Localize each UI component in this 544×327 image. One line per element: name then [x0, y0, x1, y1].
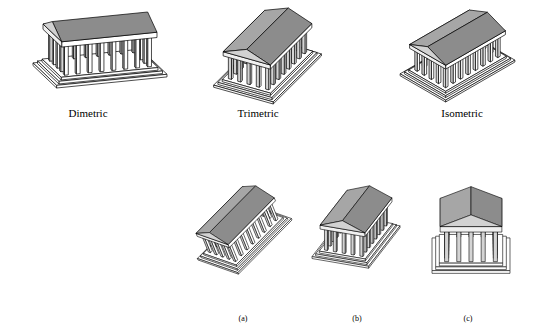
projection-label: Trimetric [237, 107, 278, 119]
temple-face [88, 43, 92, 73]
temple-face [196, 187, 274, 245]
projection-label: Isometric [441, 107, 483, 119]
figure-letter: (a) [239, 314, 248, 323]
temple-face [247, 60, 250, 84]
temple-face [410, 45, 446, 66]
temple-face [440, 215, 502, 227]
temple-face [493, 231, 497, 262]
temple-face [146, 36, 147, 67]
temple-drawing [196, 186, 292, 274]
temple-face [75, 43, 76, 74]
temple-face [43, 22, 62, 42]
temple-face [457, 231, 461, 262]
temple-face [436, 267, 507, 270]
temple-face [256, 63, 259, 87]
temple-face [432, 271, 510, 274]
projection-label: Dimetric [68, 107, 107, 119]
temple-face [135, 37, 136, 68]
temple-drawing [33, 12, 167, 88]
temple-face [124, 39, 128, 69]
temple-face [342, 231, 345, 253]
temple-drawing [432, 187, 510, 274]
temple-drawing [214, 8, 322, 104]
temple-face [52, 12, 157, 42]
temple-face [223, 49, 270, 65]
temple-face [99, 41, 100, 72]
temple-face [63, 44, 64, 75]
temple-face [320, 221, 365, 233]
temple-face [123, 38, 124, 69]
temple-face [481, 231, 485, 262]
temple-face [333, 230, 336, 252]
temple-face [266, 66, 269, 90]
temple-face [469, 231, 473, 262]
figure-letter: (c) [464, 314, 473, 323]
temple-face [439, 263, 502, 266]
temple-face [428, 12, 506, 65]
temple-face [445, 231, 449, 262]
temple-face [65, 45, 69, 75]
temple-drawing [312, 186, 400, 268]
temple-face [112, 40, 116, 70]
temple-face [238, 58, 241, 82]
temple-face [87, 42, 88, 73]
temple-face [209, 186, 274, 245]
temple-drawing [400, 10, 515, 102]
temple-face [76, 44, 80, 74]
temple-face [136, 38, 140, 68]
temple-face [222, 80, 270, 96]
figure-letter: (b) [352, 314, 361, 323]
temple-face [228, 55, 231, 79]
temple-face [440, 227, 502, 232]
temple-face [351, 233, 354, 255]
temple-face [111, 39, 112, 70]
temple-face [324, 228, 327, 250]
temple-face [196, 233, 228, 245]
temple-face [360, 234, 363, 256]
temple-face [100, 41, 104, 71]
temple-face [148, 37, 152, 67]
